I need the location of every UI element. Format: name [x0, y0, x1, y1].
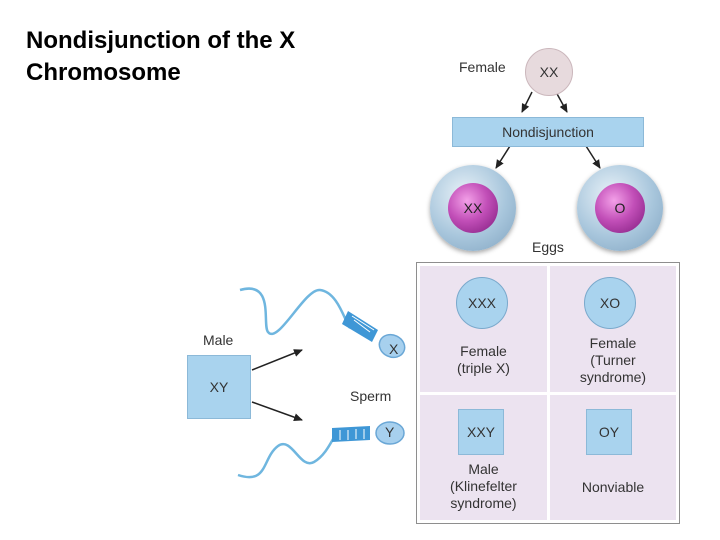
- nondisjunction-bar: Nondisjunction: [452, 117, 644, 147]
- offspring-xxx-phenotype: Female (triple X): [420, 343, 547, 377]
- arrow-to-egg-xx: [495, 145, 511, 169]
- slide-title: Nondisjunction of the X Chromosome: [26, 25, 295, 89]
- phenotype-line: syndrome): [450, 495, 517, 511]
- offspring-xxx-genotype: XXX: [467, 295, 496, 311]
- offspring-oy-phenotype: Nonviable: [550, 479, 676, 496]
- male-label: Male: [203, 332, 234, 348]
- offspring-xo-phenotype: Female (Turner syndrome): [550, 335, 676, 386]
- arrow-male-to-sperm-y: [251, 401, 303, 422]
- egg-o: O: [577, 165, 663, 251]
- offspring-xo-genotype: XO: [599, 295, 621, 311]
- sperm-x-cell: [239, 287, 406, 359]
- offspring-xxy-genotype: XXY: [466, 424, 495, 440]
- sperm-y-genotype: Y: [385, 424, 395, 440]
- offspring-xxy-box: XXY: [458, 409, 504, 455]
- egg-xx: XX: [430, 165, 516, 251]
- offspring-xxx-circle: XXX: [456, 277, 508, 329]
- phenotype-line: Female: [460, 343, 507, 359]
- punnett-grid: XXX Female (triple X) XO Female (Turner …: [416, 262, 680, 524]
- male-genotype: XY: [209, 379, 229, 395]
- egg-o-nucleus: O: [595, 183, 645, 233]
- phenotype-line: syndrome): [579, 369, 647, 385]
- eggs-label: Eggs: [532, 239, 564, 255]
- egg-xx-nucleus: XX: [448, 183, 498, 233]
- phenotype-line: (Klinefelter: [450, 478, 517, 494]
- nondisjunction-label: Nondisjunction: [502, 124, 594, 140]
- phenotype-line: Male: [468, 461, 499, 477]
- sperm-label: Sperm: [350, 388, 392, 404]
- title-line-1: Nondisjunction of the X: [26, 27, 296, 54]
- offspring-xo-circle: XO: [584, 277, 636, 329]
- sperm-y-cell: [237, 421, 405, 479]
- arrow-female-to-nondisjunction-left: [521, 91, 533, 113]
- phenotype-line: Female: [589, 335, 637, 351]
- phenotype-line: (triple X): [457, 360, 510, 376]
- arrow-to-egg-o: [585, 145, 601, 169]
- arrow-female-to-nondisjunction-right: [555, 91, 568, 113]
- female-genotype-circle: XX: [525, 48, 573, 96]
- phenotype-line: (Turner: [590, 352, 636, 368]
- phenotype-line: Nonviable: [581, 479, 645, 495]
- female-genotype: XX: [539, 64, 559, 80]
- offspring-xxy-phenotype: Male (Klinefelter syndrome): [420, 461, 547, 512]
- sperm-x-genotype: X: [389, 341, 399, 357]
- offspring-oy-genotype: OY: [598, 424, 620, 440]
- title-line-2: Chromosome: [26, 59, 181, 86]
- offspring-oy-box: OY: [586, 409, 632, 455]
- male-genotype-box: XY: [187, 355, 251, 419]
- egg-o-genotype: O: [614, 200, 626, 216]
- arrow-male-to-sperm-x: [251, 349, 303, 371]
- female-label: Female: [459, 59, 506, 75]
- egg-xx-genotype: XX: [463, 200, 483, 216]
